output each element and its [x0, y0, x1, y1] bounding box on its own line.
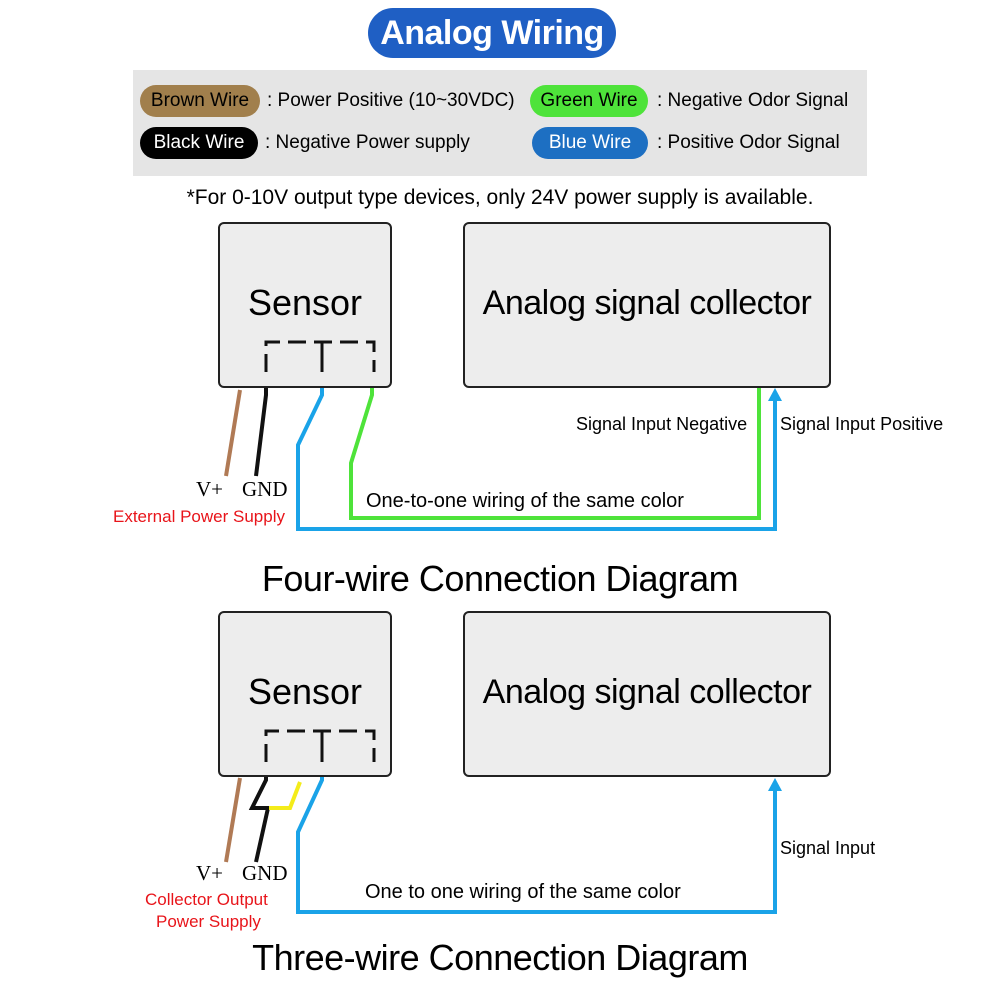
three-wire-black-wire — [248, 762, 271, 863]
legend-brown-desc: : Power Positive (10~30VDC) — [267, 90, 515, 111]
legend-blue-desc: : Positive Odor Signal — [657, 132, 840, 153]
three-wire-sensor-box: Sensor — [218, 611, 392, 777]
wire-legend: Brown Wire : Power Positive (10~30VDC) G… — [133, 70, 867, 176]
legend-green-label: Green Wire — [540, 90, 638, 111]
four-wire-blue-arrowhead — [768, 388, 782, 401]
three-wire-diagram-title: Three-wire Connection Diagram — [252, 937, 748, 978]
four-wire-signal-positive: Signal Input Positive — [780, 414, 944, 434]
legend-badge-black: Black Wire — [140, 127, 258, 159]
four-wire-sensor-label: Sensor — [247, 282, 363, 323]
four-wire-power-note: External Power Supply — [113, 507, 285, 526]
three-wire-power-note-line1: Collector Output — [145, 890, 268, 909]
three-wire-gnd-label: GND — [242, 861, 288, 885]
four-wire-collector-label: Analog signal collector — [482, 284, 812, 322]
four-wire-signal-negative: Signal Input Negative — [576, 414, 748, 434]
four-wire-collector-box: Analog signal collector — [463, 222, 831, 388]
four-wire-green-wire — [349, 372, 761, 520]
legend-black-desc: : Negative Power supply — [265, 132, 470, 153]
three-wire-brown-wire — [224, 777, 242, 863]
legend-black-label: Black Wire — [153, 132, 245, 153]
three-wire-signal-input: Signal Input — [780, 838, 876, 858]
three-wire-vplus-label: V+ — [196, 861, 224, 885]
three-wire-collector-label: Analog signal collector — [482, 673, 812, 711]
voltage-note: *For 0-10V output type devices, only 24V… — [186, 186, 814, 209]
four-wire-gnd-label: GND — [242, 477, 288, 501]
four-wire-blue-wire — [296, 372, 777, 531]
legend-badge-brown: Brown Wire — [140, 85, 260, 117]
three-wire-power-note-line2: Power Supply — [156, 912, 261, 931]
four-wire-wiring-note: One-to-one wiring of the same color — [366, 490, 684, 512]
four-wire-sensor-box: Sensor — [218, 222, 392, 388]
three-wire-collector-box: Analog signal collector — [463, 611, 831, 777]
four-wire-brown-wire — [224, 389, 242, 477]
three-wire-yellow-wire — [269, 781, 302, 810]
legend-brown-label: Brown Wire — [150, 90, 250, 111]
three-wire-wiring-note: One to one wiring of the same color — [365, 881, 681, 903]
diagram-title-pill: Analog Wiring — [368, 8, 616, 58]
four-wire-vplus-label: V+ — [196, 477, 224, 501]
three-wire-sensor-label: Sensor — [247, 671, 363, 712]
three-wire-blue-wire — [296, 762, 777, 914]
legend-green-desc: : Negative Odor Signal — [657, 90, 849, 111]
four-wire-diagram-title: Four-wire Connection Diagram — [261, 558, 739, 599]
three-wire-blue-arrowhead — [768, 778, 782, 791]
legend-badge-green: Green Wire — [530, 85, 648, 117]
legend-blue-label: Blue Wire — [548, 132, 632, 153]
legend-badge-blue: Blue Wire — [532, 127, 648, 159]
diagram-title: Analog Wiring — [380, 13, 604, 52]
